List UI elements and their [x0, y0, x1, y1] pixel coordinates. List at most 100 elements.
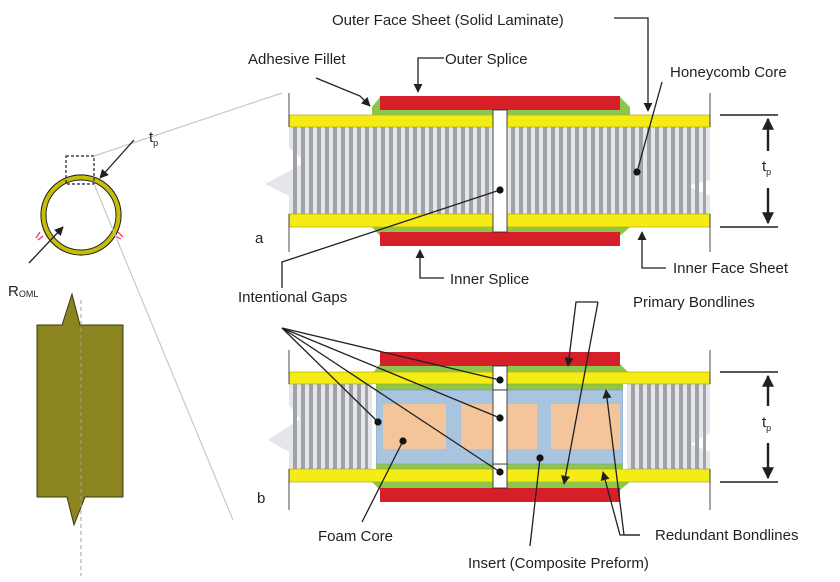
honeycomb-cell-wall [397, 127, 401, 214]
label-foam-core: Foam Core [318, 528, 393, 545]
honeycomb-cell-wall [301, 384, 305, 469]
honeycomb-cell-wall [365, 384, 368, 469]
wall-section [36, 292, 124, 576]
honeycomb-cell-wall [421, 127, 425, 214]
honeycomb-cell-wall [381, 127, 385, 214]
label-primary-bondlines: Primary Bondlines [633, 294, 755, 311]
honeycomb-cell-wall [325, 127, 329, 214]
label-honeycomb-core: Honeycomb Core [670, 64, 787, 81]
tp-dimension-b: tp [720, 371, 778, 483]
outer-splice-a [380, 96, 620, 110]
honeycomb-cell-wall [357, 384, 361, 469]
honeycomb-cell-wall [477, 127, 481, 214]
honeycomb-cell-wall [535, 127, 539, 214]
tp-label-a: tp [762, 158, 771, 177]
honeycomb-cell-wall [413, 127, 417, 214]
honeycomb-cell-wall [437, 127, 441, 214]
detail-box [65, 155, 95, 185]
honeycomb-cell-wall [527, 127, 531, 214]
label-adhesive-fillet: Adhesive Fillet [248, 51, 346, 68]
label-outer-face-sheet: Outer Face Sheet (Solid Laminate) [332, 12, 564, 29]
honeycomb-cell-wall [301, 127, 305, 214]
honeycomb-cell-wall [655, 384, 659, 469]
honeycomb-cell-wall [631, 384, 635, 469]
honeycomb-cell-wall [333, 127, 337, 214]
honeycomb-cell-wall [543, 127, 547, 214]
honeycomb-cell-wall [647, 384, 651, 469]
honeycomb-cell-wall [349, 127, 353, 214]
outer-splice-b [380, 352, 620, 366]
label-panel-b: b [257, 490, 265, 507]
honeycomb-cell-wall [405, 127, 409, 214]
honeycomb-cell-wall [309, 384, 313, 469]
leader-lines [281, 17, 666, 547]
honeycomb-cell-wall [671, 384, 675, 469]
label-panel-a: a [255, 230, 264, 247]
label-intentional-gaps: Intentional Gaps [238, 289, 347, 306]
honeycomb-cell-wall [309, 127, 313, 214]
honeycomb-cells-b [293, 384, 706, 469]
honeycomb-cell-wall [341, 384, 345, 469]
roml-label: ROML [8, 283, 38, 300]
honeycomb-cell-wall [333, 384, 337, 469]
honeycomb-cell-wall [695, 384, 699, 469]
honeycomb-cell-wall [631, 127, 635, 214]
panel-a [265, 93, 711, 252]
honeycomb-cell-wall [591, 127, 595, 214]
honeycomb-cell-wall [663, 127, 667, 214]
honeycomb-cell-wall [599, 127, 603, 214]
honeycomb-cell-wall [695, 127, 699, 214]
label-inner-face-sheet: Inner Face Sheet [673, 260, 789, 277]
honeycomb-cell-wall [671, 127, 675, 214]
honeycomb-cell-wall [663, 384, 667, 469]
honeycomb-cell-wall [519, 127, 523, 214]
honeycomb-cell-wall [357, 127, 361, 214]
honeycomb-cell-wall [317, 384, 321, 469]
honeycomb-cell-wall [639, 127, 643, 214]
cylinder-view: tp ROML [8, 92, 283, 521]
tp-dimension-a: tp [720, 114, 778, 228]
tp-label-b: tp [762, 414, 771, 433]
honeycomb-cell-wall [373, 127, 377, 214]
honeycomb-cell-wall [575, 127, 579, 214]
honeycomb-cell-wall [325, 384, 329, 469]
honeycomb-cell-wall [583, 127, 587, 214]
honeycomb-cell-wall [607, 127, 611, 214]
honeycomb-cell-wall [445, 127, 449, 214]
honeycomb-cell-wall [317, 127, 321, 214]
honeycomb-cell-wall [551, 127, 555, 214]
honeycomb-cell-wall [639, 384, 643, 469]
honeycomb-cell-wall [453, 127, 457, 214]
honeycomb-cell-wall [341, 127, 345, 214]
honeycomb-cell-wall [703, 127, 706, 214]
honeycomb-cell-wall [687, 127, 691, 214]
honeycomb-cell-wall [687, 384, 691, 469]
honeycomb-cell-wall [293, 127, 297, 214]
honeycomb-cell-wall [461, 127, 465, 214]
label-insert: Insert (Composite Preform) [468, 555, 649, 572]
honeycomb-cell-wall [559, 127, 563, 214]
honeycomb-cell-wall [679, 384, 683, 469]
label-redundant-bondlines: Redundant Bondlines [655, 527, 798, 544]
honeycomb-cell-wall [679, 127, 683, 214]
label-inner-splice: Inner Splice [450, 271, 529, 288]
honeycomb-cell-wall [567, 127, 571, 214]
honeycomb-cell-wall [655, 127, 659, 214]
tp-label-cylinder: tp [149, 129, 158, 148]
inner-splice-b [380, 488, 620, 502]
honeycomb-cell-wall [349, 384, 353, 469]
labels: Outer Face Sheet (Solid Laminate) Adhesi… [238, 12, 798, 572]
honeycomb-cell-wall [615, 127, 619, 214]
honeycomb-cell-wall [623, 127, 627, 214]
honeycomb-cell-wall [469, 127, 473, 214]
label-outer-splice: Outer Splice [445, 51, 528, 68]
inner-splice-a [380, 232, 620, 246]
honeycomb-cell-wall [485, 127, 489, 214]
honeycomb-cell-wall [365, 127, 369, 214]
honeycomb-cells-a [293, 127, 706, 214]
panel-b [268, 350, 711, 510]
honeycomb-cell-wall [389, 127, 393, 214]
honeycomb-cell-wall [511, 127, 515, 214]
